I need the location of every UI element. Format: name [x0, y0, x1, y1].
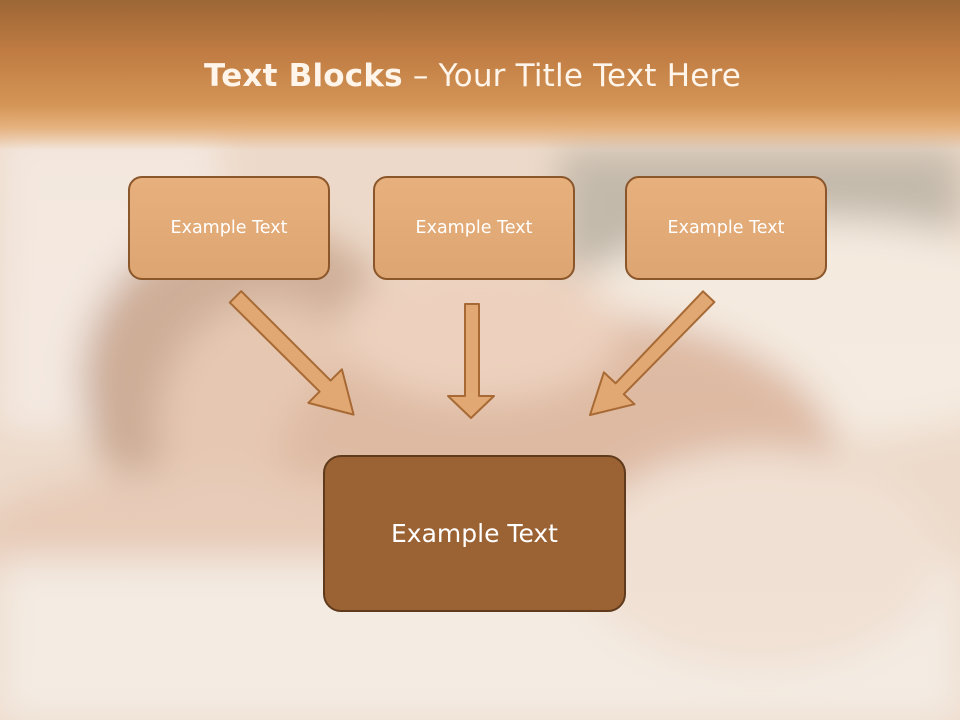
result-block[interactable]: Example Text	[323, 455, 626, 612]
text-block-2-label: Example Text	[415, 218, 533, 238]
text-block-1-label: Example Text	[170, 218, 288, 238]
title-rest-part: – Your Title Text Here	[402, 58, 742, 94]
result-block-label: Example Text	[391, 519, 558, 548]
text-block-2[interactable]: Example Text	[373, 176, 575, 280]
text-block-3-label: Example Text	[667, 218, 785, 238]
text-block-3[interactable]: Example Text	[625, 176, 827, 280]
text-block-1[interactable]: Example Text	[128, 176, 330, 280]
title-bold-part: Text Blocks	[203, 58, 403, 94]
slide-title: Text Blocks – Your Title Text Here	[0, 52, 945, 100]
title-band	[0, 0, 960, 150]
